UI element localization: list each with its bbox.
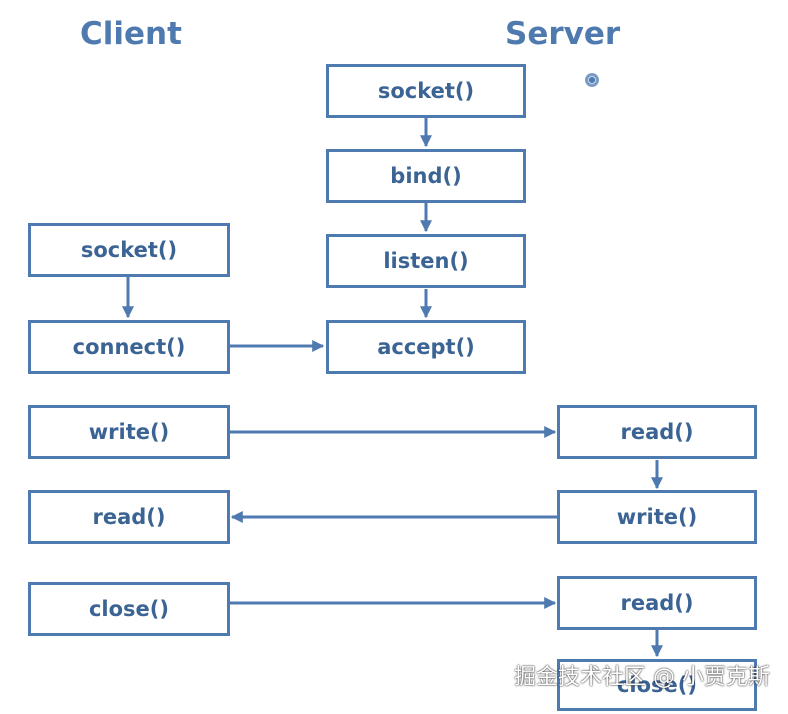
server-socket-label: socket() bbox=[377, 78, 475, 103]
server-accept-label: accept() bbox=[377, 334, 475, 359]
client-write-label: write() bbox=[88, 419, 170, 444]
server-write-box: write() bbox=[557, 490, 757, 544]
watermark-text: 掘金技术社区 @ 小贾克斯 bbox=[514, 665, 770, 690]
server-socket-box: socket() bbox=[326, 64, 526, 118]
server-write-label: write() bbox=[616, 504, 698, 529]
cursor-dot-icon bbox=[585, 73, 599, 87]
server-read-label: read() bbox=[620, 419, 694, 444]
server-listen-label: listen() bbox=[383, 248, 469, 273]
client-connect-label: connect() bbox=[72, 334, 186, 359]
server-close-box: close() bbox=[557, 659, 757, 711]
server-listen-box: listen() bbox=[326, 234, 526, 288]
server-close-label: close() bbox=[616, 672, 697, 697]
client-write-box: write() bbox=[28, 405, 230, 459]
server-accept-box: accept() bbox=[326, 320, 526, 374]
server-bind-label: bind() bbox=[390, 163, 462, 188]
client-heading: Client bbox=[80, 16, 182, 52]
server-read-box: read() bbox=[557, 405, 757, 459]
client-read-label: read() bbox=[92, 504, 166, 529]
client-read-box: read() bbox=[28, 490, 230, 544]
client-socket-label: socket() bbox=[80, 237, 178, 262]
client-close-box: close() bbox=[28, 582, 230, 636]
client-close-label: close() bbox=[88, 596, 169, 621]
server-bind-box: bind() bbox=[326, 149, 526, 203]
server-read-2-box: read() bbox=[557, 576, 757, 630]
client-connect-box: connect() bbox=[28, 320, 230, 374]
server-heading: Server bbox=[505, 16, 621, 52]
server-read-2-label: read() bbox=[620, 590, 694, 615]
client-socket-box: socket() bbox=[28, 223, 230, 277]
